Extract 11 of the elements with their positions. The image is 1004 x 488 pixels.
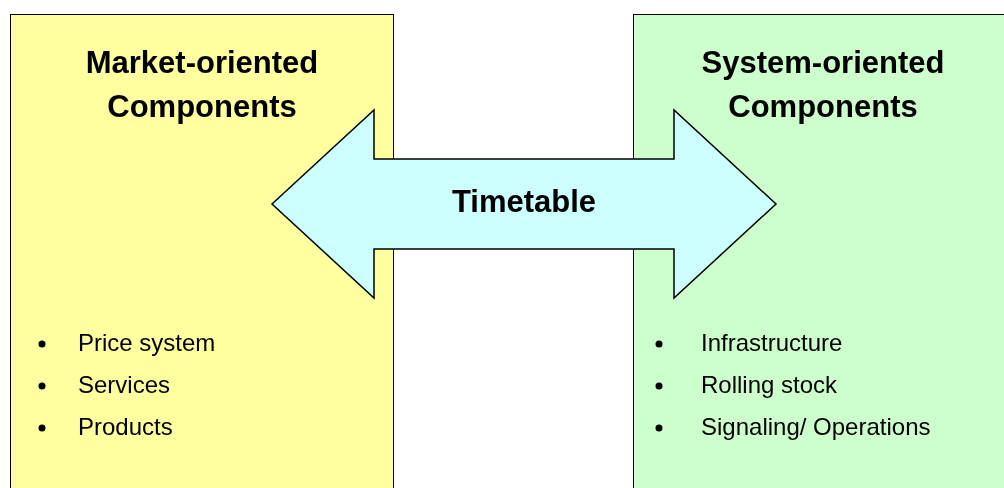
panel-heading: Market-oriented Components (84, 44, 320, 126)
list-item: Price system (78, 329, 216, 357)
list-item: Infrastructure (701, 329, 843, 357)
component-panel (633, 14, 1004, 488)
panel-heading: System-oriented Components (700, 44, 946, 126)
list-item: Signaling/ Operations (701, 413, 931, 441)
list-item: Services (78, 371, 171, 399)
list-item: Products (78, 413, 173, 441)
component-panel (10, 14, 394, 488)
double-block-arrow (270, 108, 778, 300)
list-item: Rolling stock (701, 371, 838, 399)
